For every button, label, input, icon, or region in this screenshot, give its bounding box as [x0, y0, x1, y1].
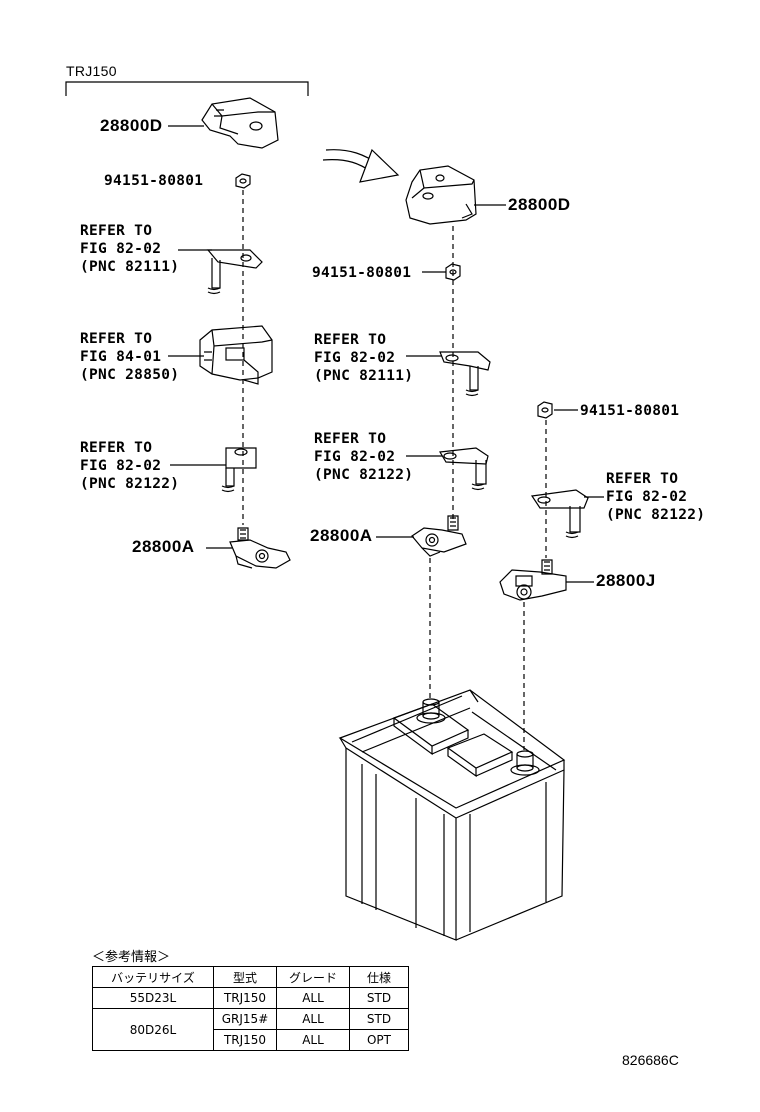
ref-line: FIG 82-02	[80, 241, 162, 257]
cell-grade: ALL	[276, 987, 350, 1009]
cell-grade: ALL	[276, 1008, 350, 1030]
ref-middle-1[interactable]: REFER TO FIG 82-02 (PNC 82111)	[314, 331, 413, 385]
cell-size: 80D26L	[92, 1008, 214, 1051]
table-row: 80D26L GRJ15# ALL STD	[92, 1008, 409, 1051]
ref-line: FIG 82-02	[80, 458, 162, 474]
cell-model: TRJ150	[213, 987, 277, 1009]
cell-spec: STD	[349, 987, 409, 1009]
right-nut	[537, 401, 553, 419]
ref-left-1[interactable]: REFER TO FIG 82-02 (PNC 82111)	[80, 222, 179, 276]
ref-line: (PNC 82122)	[606, 507, 706, 523]
ref-line: REFER TO	[80, 440, 153, 456]
cell-spec: OPT	[349, 1029, 409, 1051]
ref-line: FIG 82-02	[314, 449, 396, 465]
ref-line: (PNC 82122)	[314, 467, 414, 483]
middle-terminal-2	[439, 447, 489, 491]
table-row: 55D23L TRJ150 ALL STD	[92, 987, 409, 1009]
ref-left-3[interactable]: REFER TO FIG 82-02 (PNC 82122)	[80, 439, 179, 493]
model-label: TRJ150	[66, 63, 117, 79]
ref-line: REFER TO	[80, 223, 153, 239]
left-sensor-part	[199, 325, 273, 385]
table-row: TRJ150 ALL OPT	[93, 1029, 409, 1051]
table-header-row: バッテリサイズ 型式 グレード 仕様	[92, 966, 409, 988]
header-grade: グレード	[276, 966, 350, 988]
header-spec: 仕様	[349, 966, 409, 988]
right-clamp	[499, 559, 567, 601]
left-terminal-2	[221, 447, 257, 493]
part-number-right-cover[interactable]: 28800D	[508, 195, 571, 214]
cell-spec: STD	[349, 1008, 409, 1030]
ref-line: (PNC 82111)	[314, 368, 414, 384]
part-number-left-clamp[interactable]: 28800A	[132, 537, 195, 556]
battery	[338, 689, 566, 941]
ref-line: REFER TO	[314, 431, 387, 447]
ref-left-2[interactable]: REFER TO FIG 84-01 (PNC 28850)	[80, 330, 179, 384]
ref-right-1[interactable]: REFER TO FIG 82-02 (PNC 82122)	[606, 470, 705, 524]
ref-line: FIG 82-02	[606, 489, 688, 505]
cell-model: TRJ150	[213, 1029, 277, 1051]
right-cover-part	[405, 165, 477, 225]
header-model: 型式	[213, 966, 277, 988]
middle-terminal-1	[439, 351, 491, 397]
middle-clamp	[411, 515, 467, 557]
drawing-number: 826686C	[622, 1052, 679, 1068]
ref-line: REFER TO	[314, 332, 387, 348]
reference-table: バッテリサイズ 型式 グレード 仕様 55D23L TRJ150 ALL STD…	[92, 966, 409, 1051]
left-terminal-1	[206, 249, 263, 295]
part-number-right2-clamp[interactable]: 28800J	[596, 571, 656, 590]
cell-size: 55D23L	[92, 987, 214, 1009]
ref-middle-2[interactable]: REFER TO FIG 82-02 (PNC 82122)	[314, 430, 413, 484]
ref-line: REFER TO	[80, 331, 153, 347]
header-size: バッテリサイズ	[92, 966, 214, 988]
part-number-right-clamp[interactable]: 28800A	[310, 526, 373, 545]
ref-line: (PNC 82122)	[80, 476, 180, 492]
ref-line: FIG 82-02	[314, 350, 396, 366]
right-terminal	[530, 489, 589, 539]
left-clamp	[229, 527, 291, 569]
left-cover-part	[201, 97, 279, 149]
ref-line: (PNC 82111)	[80, 259, 180, 275]
part-number-left-nut[interactable]: 94151-80801	[104, 173, 204, 189]
model-bracket	[65, 81, 309, 96]
ref-line: REFER TO	[606, 471, 679, 487]
part-number-right2-nut[interactable]: 94151-80801	[580, 403, 680, 419]
ref-line: (PNC 28850)	[80, 367, 180, 383]
part-number-left-cover[interactable]: 28800D	[100, 116, 163, 135]
cell-grade: ALL	[276, 1029, 350, 1051]
left-nut	[235, 173, 251, 189]
cell-model: GRJ15#	[213, 1008, 277, 1030]
part-number-right-nut[interactable]: 94151-80801	[312, 265, 412, 281]
reference-title: ＜参考情報＞	[92, 950, 171, 965]
direction-arrow	[322, 148, 400, 183]
ref-line: FIG 84-01	[80, 349, 162, 365]
